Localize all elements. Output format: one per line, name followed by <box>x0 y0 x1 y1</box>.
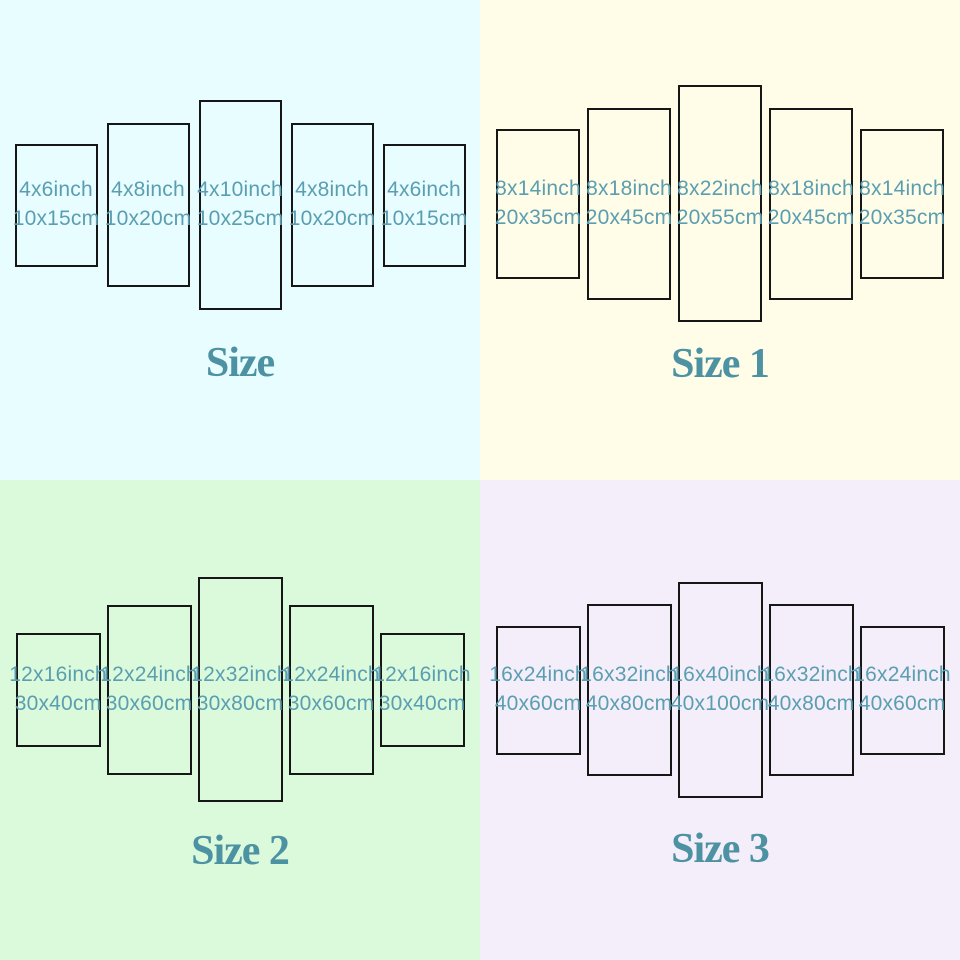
panel-size-inch: 12x16inch <box>9 662 107 686</box>
size-group-title: Size <box>205 340 275 386</box>
panel-size-inch: 8x14inch <box>859 176 945 200</box>
canvas-panel-1: 16x24inch 40x60cm <box>489 625 587 755</box>
panel-size-cm: 10x20cm <box>288 207 376 230</box>
panel-size-cm: 10x15cm <box>12 207 100 230</box>
quadrant-size-2: 12x16inch 30x40cm 12x24inch 30x60cm 12x3… <box>0 480 480 960</box>
canvas-panel-3: 12x32inch 30x80cm <box>191 577 289 802</box>
panel-size-inch: 4x10inch <box>197 178 283 202</box>
panel-dimensions: 12x24inch 30x60cm <box>100 661 198 719</box>
panel-dimensions: 12x16inch 30x40cm <box>373 661 471 719</box>
quadrant-size-1: 8x14inch 20x35cm 8x18inch 20x45cm 8x22in… <box>480 0 960 480</box>
panel-size-cm: 10x25cm <box>196 207 284 230</box>
panel-dimensions: 16x32inch 40x80cm <box>762 661 860 719</box>
panel-size-cm: 40x80cm <box>585 692 673 715</box>
panel-dimensions: 4x6inch 10x15cm <box>13 176 100 234</box>
quadrant-size: 4x6inch 10x15cm 4x8inch 10x20cm 4x10inch… <box>0 0 480 480</box>
panel-size-inch: 12x24inch <box>100 662 198 686</box>
panel-size-inch: 8x14inch <box>495 176 581 200</box>
panel-dimensions: 16x24inch 40x60cm <box>853 661 951 719</box>
panel-size-cm: 30x40cm <box>14 691 102 715</box>
panel-size-inch: 12x32inch <box>191 662 289 686</box>
canvas-panel-5: 12x16inch 30x40cm <box>373 632 471 747</box>
panel-size-inch: 12x24inch <box>282 662 380 686</box>
quadrant-size-3: 16x24inch 40x60cm 16x32inch 40x80cm 16x4… <box>480 480 960 960</box>
panel-size-cm: 10x15cm <box>380 207 468 230</box>
panel-size-inch: 12x16inch <box>373 662 471 686</box>
panel-size-cm: 20x35cm <box>858 205 946 229</box>
canvas-panel-5: 4x6inch 10x15cm <box>381 143 468 267</box>
panel-size-cm: 40x60cm <box>858 692 946 715</box>
canvas-panel-5: 16x24inch 40x60cm <box>853 625 951 755</box>
panel-row: 12x16inch 30x40cm 12x24inch 30x60cm 12x3… <box>0 577 480 802</box>
panel-size-cm: 30x60cm <box>287 691 375 715</box>
panel-dimensions: 4x8inch 10x20cm <box>289 176 376 234</box>
panel-dimensions: 4x10inch 10x25cm <box>197 176 284 234</box>
panel-size-cm: 20x45cm <box>767 205 855 229</box>
panel-dimensions: 12x24inch 30x60cm <box>282 661 380 719</box>
canvas-panel-3: 4x10inch 10x25cm <box>197 100 284 310</box>
panel-size-inch: 4x8inch <box>295 178 369 202</box>
canvas-panel-4: 16x32inch 40x80cm <box>762 604 860 776</box>
panel-dimensions: 8x18inch 20x45cm <box>586 175 673 233</box>
panel-dimensions: 4x6inch 10x15cm <box>381 176 468 234</box>
panel-size-inch: 16x24inch <box>853 663 951 687</box>
panel-dimensions: 4x8inch 10x20cm <box>105 176 192 234</box>
panel-size-cm: 40x100cm <box>670 692 770 715</box>
panel-size-inch: 4x8inch <box>111 178 185 202</box>
panel-size-cm: 30x40cm <box>378 691 466 715</box>
panel-size-inch: 16x32inch <box>762 663 860 687</box>
size-group-title: Size 2 <box>191 828 290 874</box>
panel-dimensions: 16x40inch 40x100cm <box>671 661 770 719</box>
panel-size-cm: 40x80cm <box>767 692 855 715</box>
canvas-panel-4: 12x24inch 30x60cm <box>282 604 380 775</box>
panel-size-inch: 8x18inch <box>586 176 672 200</box>
canvas-panel-2: 12x24inch 30x60cm <box>100 604 198 775</box>
panel-size-inch: 16x24inch <box>489 663 587 687</box>
panel-dimensions: 12x32inch 30x80cm <box>191 661 289 719</box>
panel-size-inch: 4x6inch <box>387 178 461 202</box>
canvas-panel-3: 16x40inch 40x100cm <box>671 582 769 798</box>
panel-dimensions: 8x14inch 20x35cm <box>495 175 582 233</box>
canvas-panel-4: 8x18inch 20x45cm <box>768 107 855 300</box>
panel-row: 16x24inch 40x60cm 16x32inch 40x80cm 16x4… <box>480 582 960 798</box>
canvas-panel-5: 8x14inch 20x35cm <box>859 128 946 279</box>
canvas-panel-1: 8x14inch 20x35cm <box>495 128 582 279</box>
canvas-panel-1: 12x16inch 30x40cm <box>9 632 107 747</box>
panel-size-cm: 20x45cm <box>585 205 673 229</box>
canvas-panel-4: 4x8inch 10x20cm <box>289 123 376 287</box>
canvas-panel-2: 4x8inch 10x20cm <box>105 123 192 287</box>
panel-size-inch: 16x32inch <box>580 663 678 687</box>
panel-size-cm: 20x35cm <box>494 205 582 229</box>
canvas-panel-1: 4x6inch 10x15cm <box>13 143 100 267</box>
size-group-title: Size 3 <box>671 826 770 872</box>
panel-dimensions: 16x32inch 40x80cm <box>580 661 678 719</box>
canvas-panel-2: 8x18inch 20x45cm <box>586 107 673 300</box>
canvas-panel-3: 8x22inch 20x55cm <box>677 85 764 322</box>
panel-size-inch: 8x18inch <box>768 176 854 200</box>
panel-row: 8x14inch 20x35cm 8x18inch 20x45cm 8x22in… <box>480 85 960 322</box>
panel-dimensions: 8x14inch 20x35cm <box>859 175 946 233</box>
panel-size-cm: 30x60cm <box>105 691 193 715</box>
canvas-panel-2: 16x32inch 40x80cm <box>580 604 678 776</box>
panel-dimensions: 12x16inch 30x40cm <box>9 661 107 719</box>
size-group-title: Size 1 <box>671 341 770 387</box>
panel-dimensions: 8x22inch 20x55cm <box>677 175 764 233</box>
panel-dimensions: 8x18inch 20x45cm <box>768 175 855 233</box>
panel-dimensions: 16x24inch 40x60cm <box>489 661 587 719</box>
panel-size-inch: 4x6inch <box>19 178 93 202</box>
panel-size-cm: 10x20cm <box>104 207 192 230</box>
panel-size-cm: 40x60cm <box>494 692 582 715</box>
panel-size-inch: 16x40inch <box>671 663 769 687</box>
panel-size-cm: 30x80cm <box>196 691 284 715</box>
panel-size-cm: 20x55cm <box>676 205 764 229</box>
panel-size-inch: 8x22inch <box>677 176 763 200</box>
panel-row: 4x6inch 10x15cm 4x8inch 10x20cm 4x10inch… <box>0 100 480 310</box>
